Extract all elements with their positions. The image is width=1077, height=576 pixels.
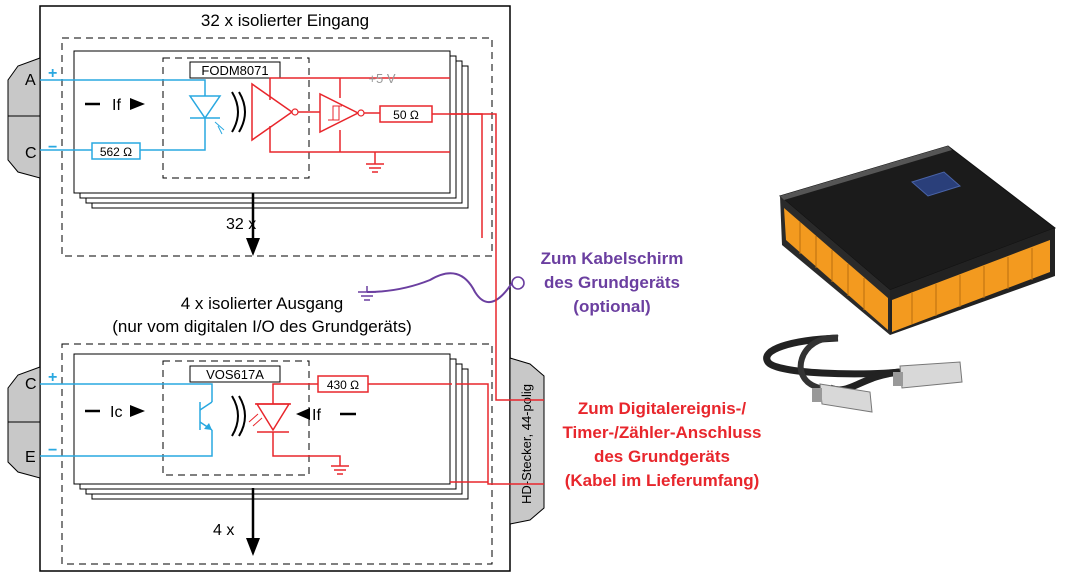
output-chip-label-box [189,365,281,383]
input-channel-stack [73,50,469,209]
cable-photo-icon [763,334,963,413]
ground-icon [331,465,349,475]
input-chip-name: FODM8071 [201,63,268,78]
hd-connector-label: HD-Stecker, 44-polig [519,384,534,504]
shield-note-line2: des Grundgeräts [544,273,680,292]
svg-text:Ic: Ic [110,404,122,421]
light-emission-icon [231,395,246,437]
output-connector-tabs [7,366,41,479]
output-wire-emitter [40,430,213,457]
svg-text:If: If [312,407,321,424]
supply-label: +5 V [368,71,395,86]
phototransistor-icon [199,401,213,431]
resistor-562-label: 562 Ω [100,145,132,159]
input-count-arrow [246,193,260,256]
shield-note-line1: Zum Kabelschirm [541,249,684,268]
input-wire-cathode [140,128,206,151]
input-current-arrow: If [85,97,145,114]
input-count-label: 32 x [226,216,256,233]
svg-text:If: If [112,97,121,114]
input-section-title: 32 x isolierter Eingang [201,11,369,30]
output-section-title: 4 x isolierter Ausgang [181,294,344,313]
output-current-arrow-if: If [296,407,356,424]
pin-a-label: A [25,72,36,89]
pin-c-input-label: C [25,145,37,162]
output-plus: + [48,369,57,386]
light-emission-icon [231,91,246,133]
pin-e-label: E [25,449,36,466]
product-photo-icon [778,145,1057,335]
input-chip-border [162,57,310,179]
ground-icon [366,152,384,173]
digital-note-line1: Zum Digitalereignis-/ [578,399,746,418]
output-count-arrow [246,488,260,556]
hd-connector: HD-Stecker, 44-polig [509,357,545,525]
input-connector-tabs [7,57,41,179]
supply-wire [269,77,450,100]
output-minus: − [48,442,57,459]
shield-wire [358,272,525,303]
resistor-50-label: 50 Ω [393,108,419,122]
input-chip-label-box [189,61,281,79]
output-section-subtitle: (nur vom digitalen I/O des Grundgeräts) [112,317,412,336]
digital-note-line3: des Grundgeräts [594,447,730,466]
optocoupler-led-icon [188,95,225,135]
output-section-border [61,343,493,565]
output-chip-border [162,360,310,476]
resistor-430-label: 430 Ω [327,378,359,392]
red-wire-to-connector-1 [474,113,544,401]
shield-note-line3: (optional) [573,297,650,316]
resistor-562 [91,142,141,160]
output-wire-collector [40,383,213,402]
input-plus: + [48,65,57,82]
input-wire-anode [40,79,206,96]
red-wire-to-connector-2 [456,383,544,485]
digital-note-line2: Timer-/Zähler-Anschluss [562,423,761,442]
output-count-label: 4 x [213,522,234,539]
pin-c-output-label: C [25,376,37,393]
input-minus: − [48,139,57,156]
output-chip-name: VOS617A [206,367,264,382]
output-current-arrow-ic: Ic [85,404,145,421]
digital-note-line4: (Kabel im Lieferumfang) [565,471,760,490]
